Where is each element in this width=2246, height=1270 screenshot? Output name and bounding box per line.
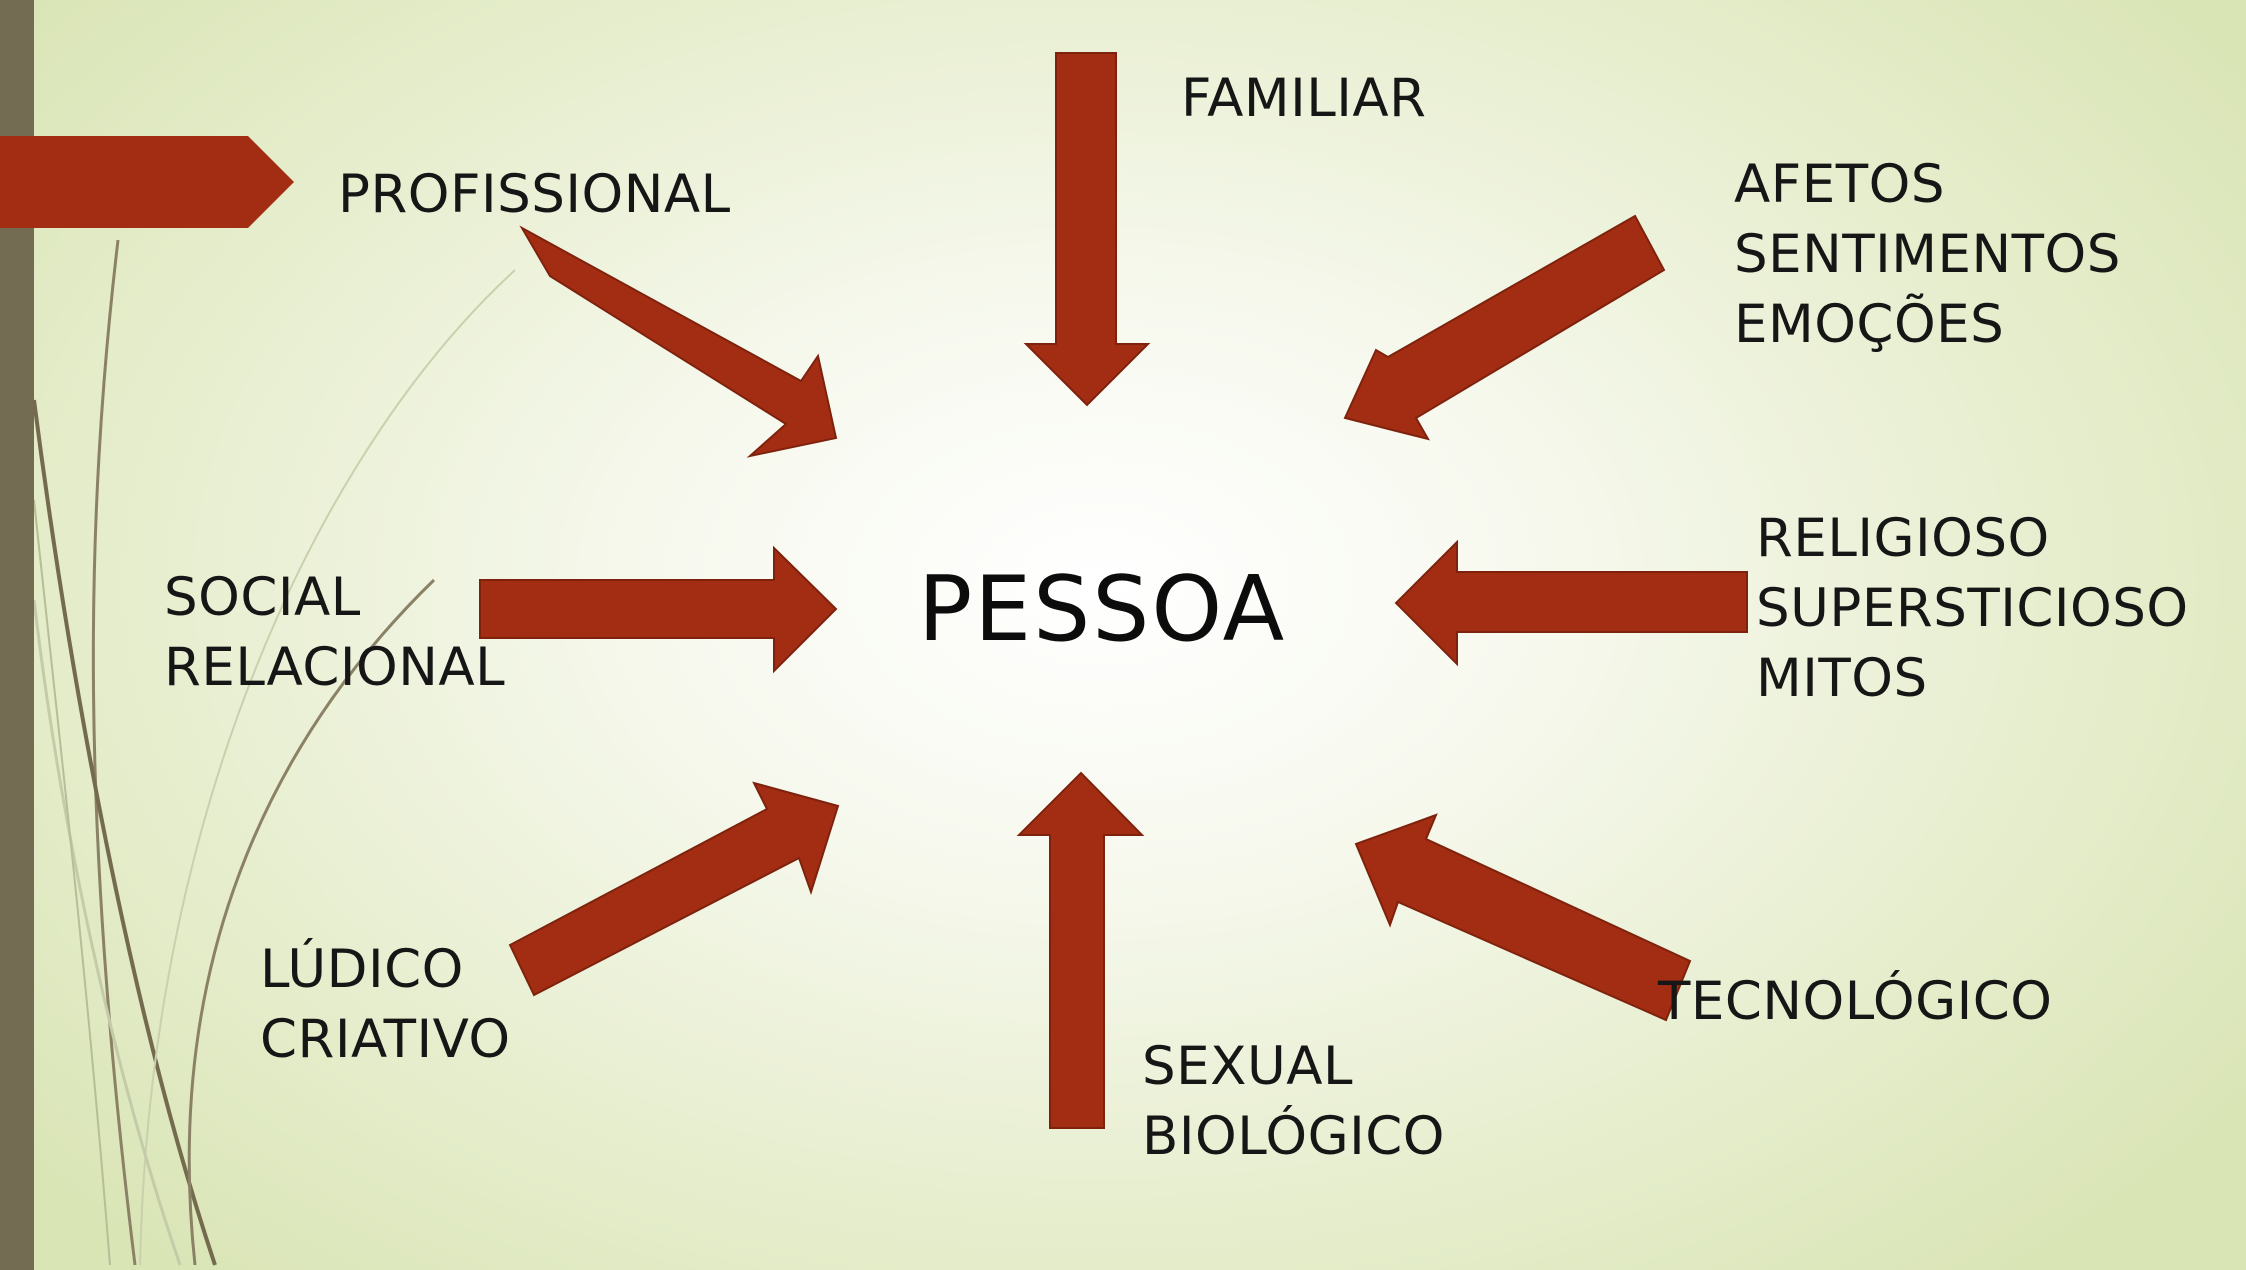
center-label: PESSOA: [918, 557, 1287, 662]
arrow-tecnologico: [1354, 813, 1692, 1022]
label-line: SOCIAL: [164, 567, 361, 628]
label-ludico: LÚDICO CRIATIVO: [260, 935, 511, 1075]
label-line: CRIATIVO: [260, 1009, 511, 1070]
label-line: SUPERSTICIOSO: [1756, 578, 2189, 639]
label-profissional: PROFISSIONAL: [338, 160, 731, 230]
arrow-social: [479, 545, 838, 674]
label-line: PROFISSIONAL: [338, 164, 731, 225]
arrow-profissional: [519, 225, 838, 458]
label-line: FAMILIAR: [1181, 68, 1427, 129]
arrow-afetos: [1343, 214, 1666, 441]
label-line: SEXUAL: [1142, 1036, 1354, 1097]
label-line: RELACIONAL: [164, 637, 506, 698]
label-social: SOCIAL RELACIONAL: [164, 563, 505, 703]
title-tag-shape: [0, 136, 294, 228]
arrow-religioso: [1394, 539, 1748, 667]
label-line: SENTIMENTOS: [1734, 224, 2121, 285]
label-sexual: SEXUAL BIOLÓGICO: [1142, 1032, 1445, 1172]
label-line: AFETOS: [1734, 154, 1945, 215]
arrow-sexual: [1016, 771, 1145, 1129]
label-line: MITOS: [1756, 648, 1928, 709]
label-religioso: RELIGIOSO SUPERSTICIOSO MITOS: [1756, 504, 2189, 714]
label-line: LÚDICO: [260, 939, 464, 1000]
label-afetos: AFETOS SENTIMENTOS EMOÇÕES: [1734, 150, 2121, 360]
label-line: BIOLÓGICO: [1142, 1106, 1445, 1167]
label-tecnologico: TECNOLÓGICO: [1658, 967, 2053, 1037]
label-familiar: FAMILIAR: [1181, 64, 1426, 134]
label-line: EMOÇÕES: [1734, 294, 2005, 355]
arrow-ludico: [508, 781, 840, 997]
label-line: TECNOLÓGICO: [1658, 971, 2053, 1032]
arrow-familiar: [1023, 52, 1151, 407]
label-line: RELIGIOSO: [1756, 508, 2050, 569]
